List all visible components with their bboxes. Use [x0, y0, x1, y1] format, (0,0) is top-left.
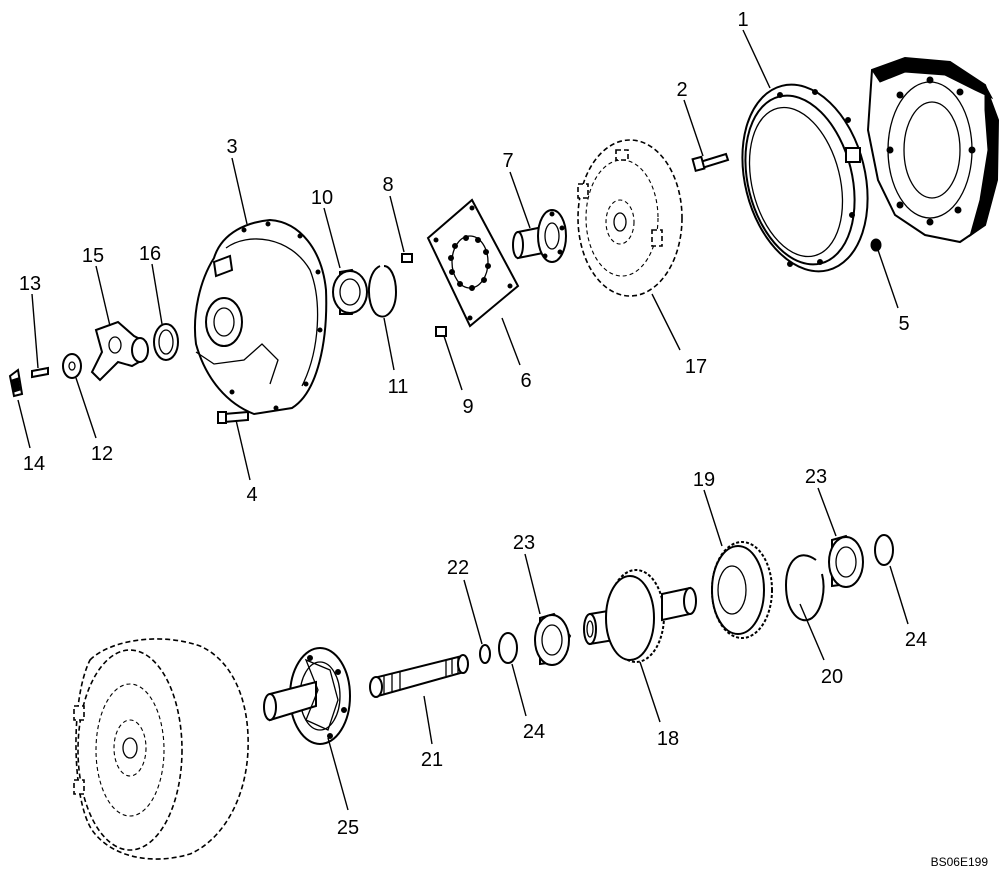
part-6-flex-plate — [426, 198, 520, 328]
part-22-snap-ring — [479, 644, 491, 664]
callout-25: 25 — [337, 817, 359, 839]
part-7-stub-shaft — [512, 209, 567, 263]
drawing-code: BS06E199 — [931, 855, 989, 869]
callout-22: 22 — [447, 557, 469, 579]
callout-14: 14 — [23, 453, 45, 475]
callout-8: 8 — [382, 174, 393, 196]
part-23-bearing-right — [828, 534, 864, 588]
callout-23-right: 23 — [805, 466, 827, 488]
callout-20: 20 — [821, 666, 843, 688]
callout-24-right: 24 — [905, 629, 927, 651]
callout-6: 6 — [520, 370, 531, 392]
callout-24-left: 24 — [523, 721, 545, 743]
callout-3: 3 — [226, 136, 237, 158]
part-21-input-shaft — [369, 654, 469, 698]
callout-16: 16 — [139, 243, 161, 265]
callout-17: 17 — [685, 356, 707, 378]
callout-21: 21 — [421, 749, 443, 771]
callout-15: 15 — [82, 245, 104, 267]
leader-lines — [17, 29, 909, 811]
part-9-bolt — [435, 326, 447, 337]
part-23-bearing-left — [534, 612, 572, 666]
callout-9: 9 — [462, 396, 473, 418]
part-17-torque-converter — [577, 139, 683, 297]
part-24-ring-left — [498, 632, 518, 664]
part-16-seal-ring — [153, 323, 179, 361]
part-10-bearing — [332, 268, 368, 315]
part-3-housing — [193, 218, 328, 416]
part-2-bolt — [691, 152, 730, 173]
part-12-washer — [62, 353, 82, 379]
part-24-ring-right — [874, 534, 894, 566]
callout-13: 13 — [19, 273, 41, 295]
callout-1: 1 — [737, 9, 748, 31]
part-18-gear-shaft — [583, 569, 697, 663]
callout-5: 5 — [898, 313, 909, 335]
part-20-snap-ring — [784, 554, 825, 622]
callout-10: 10 — [311, 187, 333, 209]
callout-7: 7 — [502, 150, 513, 172]
part-19-gear — [711, 541, 773, 639]
callout-12: 12 — [91, 443, 113, 465]
part-8-bolt — [401, 253, 413, 263]
callout-18: 18 — [657, 728, 679, 750]
part-14-lock-tab — [8, 368, 24, 398]
callout-labels: 1 2 3 4 5 6 7 8 9 10 11 12 13 14 15 16 1… — [19, 9, 927, 839]
part-1-housing-ring — [741, 83, 869, 273]
lower-torque-converter — [73, 638, 249, 860]
callout-23-left: 23 — [513, 532, 535, 554]
callout-19: 19 — [693, 469, 715, 491]
callout-11: 11 — [388, 376, 409, 398]
part-13-bolt — [31, 366, 49, 379]
part-4-bolt — [217, 410, 249, 424]
callout-4: 4 — [246, 484, 257, 506]
part-11-snap-ring — [368, 265, 398, 318]
part-25-stator-support — [263, 647, 351, 745]
callout-2: 2 — [676, 79, 687, 101]
part-5-flywheel-housing — [866, 56, 1000, 252]
part-15-yoke — [90, 320, 149, 382]
